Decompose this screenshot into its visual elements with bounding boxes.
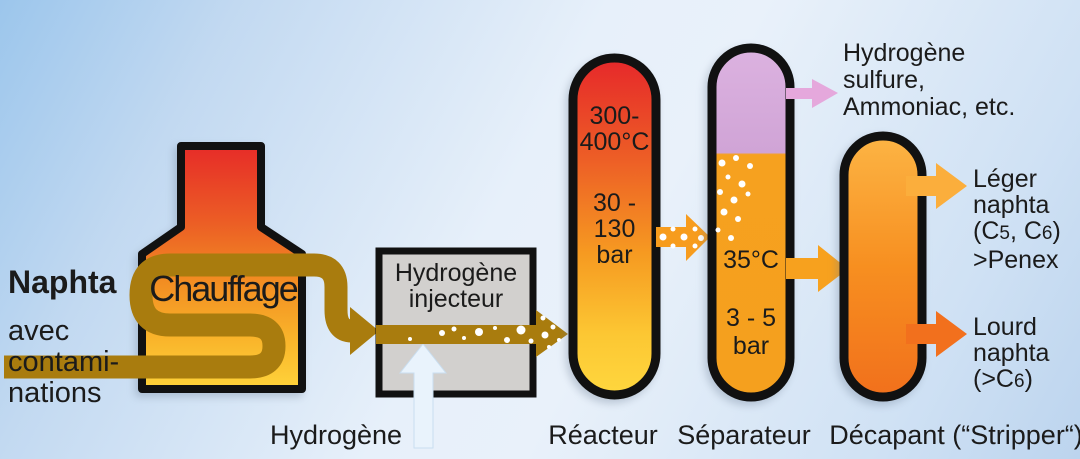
light-naphtha-line2: naphta: [973, 191, 1050, 219]
light-naphtha-label: Léger naphta (C5, C6) >Penex: [973, 166, 1061, 273]
light-naphtha-line4: >Penex: [973, 246, 1059, 274]
reactor-to-separator-arrow: [656, 214, 710, 261]
separator-caption: Séparateur: [677, 420, 811, 450]
furnace-label: Chauffage: [149, 268, 298, 309]
light-naphtha-arrow: [906, 163, 967, 209]
feed-title: Naphta: [8, 264, 117, 300]
separator-temperature: 35°C: [723, 246, 779, 274]
separator-to-stripper-arrow: [786, 245, 848, 292]
stripper-caption: Décapant (“Stripper“): [829, 420, 1080, 450]
separator-pressure: 3 - 5 bar: [725, 304, 777, 360]
heavy-naphtha-line2: naphta: [973, 339, 1050, 367]
hydrogen-arrow: [398, 343, 448, 449]
injector-pipe: [376, 325, 536, 344]
pipe-arrowhead-to-injector: [350, 307, 379, 355]
separator-vessel: [707, 43, 795, 402]
offgas-label: Hydrogène sulfure, Ammoniac, etc.: [843, 39, 1016, 121]
light-naphtha-line3: (C5, C6): [973, 217, 1061, 245]
reactor-caption: Réacteur: [548, 420, 658, 450]
feed-subtitle: avec contami- nations: [8, 315, 120, 409]
reactor-vessel: [568, 53, 661, 400]
separator-bubbles: [715, 155, 753, 241]
heavy-naphtha-line3: (>C6): [973, 365, 1033, 393]
heavy-naphtha-label: Lourd naphta (>C6): [973, 314, 1049, 395]
heavy-naphtha-arrow: [906, 311, 967, 357]
offgas-arrow: [786, 79, 838, 108]
hydrogen-bubbles-in-pipe: [408, 315, 561, 349]
injector-label: Hydrogène injecteur: [394, 259, 518, 313]
heavy-naphtha-line1: Lourd: [973, 313, 1037, 341]
stripper-vessel: [839, 131, 927, 402]
hydrogen-input-label: Hydrogène: [269, 420, 403, 450]
light-naphtha-line1: Léger: [973, 165, 1037, 193]
reactor-pressure: 30 - 130 bar: [592, 189, 637, 269]
naphtha-pipe-coil: [4, 253, 364, 379]
feed-label: Naphta avec contami- nations: [8, 248, 119, 427]
pipe-arrowhead-to-reactor: [536, 310, 568, 357]
reactor-temperature: 300- 400°C: [579, 102, 650, 156]
